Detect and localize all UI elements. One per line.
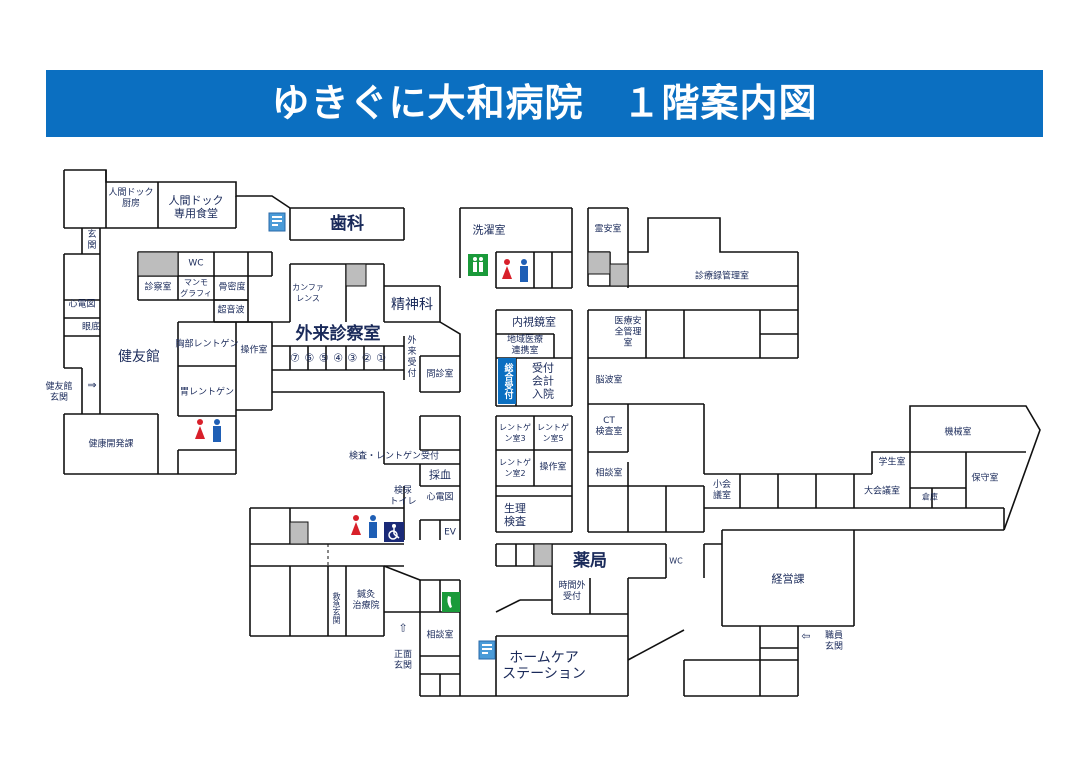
arrow-up: ⇧ [398, 621, 408, 635]
room-op-room2: 操作室 [539, 462, 567, 473]
room-health-dev: 健康開発課 [88, 439, 134, 450]
room-reception-payment: 受付 会計 入院 [532, 361, 554, 401]
room-morgue: 霊安室 [594, 224, 622, 235]
room-eeg: 脳波室 [595, 375, 623, 386]
room-ev: EV [444, 527, 456, 538]
room-operation: 操作室 [240, 345, 268, 356]
room-kenyukan: 健友館 [118, 349, 160, 365]
room-homecare: ホームケア ステーション [502, 650, 586, 682]
room-echo: 超音波 [217, 305, 245, 316]
info-board-icon [268, 212, 286, 232]
room-conference: カンファ レンス [292, 283, 324, 303]
room-small-meeting: 小会 議室 [712, 480, 732, 501]
room-xray5: レントゲ ン室5 [537, 423, 569, 443]
room-ecg-left: 心電図 [68, 299, 96, 310]
room-regional: 地域医療 連携室 [506, 335, 544, 356]
room-staff-entrance: 職員 玄関 [824, 631, 844, 652]
room-dental: 歯科 [330, 214, 364, 234]
room-endoscopy: 内視鏡室 [512, 315, 556, 329]
room-psychiatry: 精神科 [391, 297, 433, 313]
room-consult-left: 相談室 [426, 630, 454, 641]
toilet-icon [195, 419, 221, 442]
room-entrance-small: 玄 関 [87, 230, 97, 251]
room-ecg: 心電図 [426, 492, 454, 503]
wheelchair-icon [384, 522, 404, 542]
toilet-icon [351, 515, 377, 538]
room-kenyukan-entrance: 健友館 玄関 [45, 382, 73, 403]
room-fundus: 眼底 [81, 322, 101, 333]
elevator-icon [468, 254, 488, 276]
room-guard: 保守室 [971, 473, 999, 484]
room-medical-safety: 医療安 全管理 室 [614, 316, 642, 349]
room-acupuncture: 鍼灸 治療院 [352, 590, 380, 611]
page-title: ゆきぐに大和病院 １階案内図 [271, 81, 818, 125]
arrow-left: ⇦ [801, 629, 811, 643]
toilet-icon [502, 259, 528, 282]
room-general-reception: 総合受付 [498, 358, 516, 404]
room-main-entrance: 正面 玄関 [393, 650, 413, 671]
room-laundry: 洗濯室 [472, 223, 506, 237]
room-wc-upper: WC [188, 258, 204, 269]
room-emergency-entrance: 救急玄関 [332, 592, 341, 624]
room-exam-xray-reception: 検査・レントゲン受付 [348, 451, 440, 462]
room-big-meeting: 大会議室 [863, 486, 901, 497]
room-interview: 問診室 [426, 369, 454, 380]
room-consult-right: 相談室 [595, 468, 623, 479]
room-urine-toilet: 検尿 トイレ [389, 486, 417, 507]
room-bone-density: 骨密度 [218, 282, 246, 293]
room-chest-xray: 胸部レントゲン [175, 339, 239, 350]
room-student: 学生室 [878, 457, 906, 468]
room-dock-dining: 人間ドック 専用食堂 [168, 194, 224, 220]
title-banner: ゆきぐに大和病院 １階案内図 [46, 70, 1043, 137]
room-afterhours: 時間外 受付 [558, 581, 586, 602]
arrow-right: ⇒ [87, 378, 97, 392]
room-xray2: レントゲ ン室2 [499, 458, 531, 478]
room-mammography: マンモ グラフィ [180, 278, 212, 298]
info-board-icon [478, 640, 496, 660]
room-machine: 機械室 [944, 427, 972, 438]
room-management: 経営課 [771, 572, 805, 586]
room-outpatient: 外来診察室 [295, 324, 381, 344]
room-numbers: ⑦ ⑥ ⑤ ④ ③ ② ① [289, 351, 387, 365]
room-blood: 採血 [429, 468, 451, 482]
room-ct: CT 検査室 [595, 416, 623, 437]
room-storage: 倉庫 [922, 492, 938, 502]
room-stomach-xray: 胃レントゲン [179, 387, 235, 398]
room-records: 診療録管理室 [694, 271, 750, 282]
room-xray3: レントゲ ン室3 [499, 423, 531, 443]
room-dock-kitchen: 人間ドック 厨房 [108, 188, 154, 209]
room-exam: 診察室 [144, 282, 172, 293]
phone-icon [442, 592, 460, 612]
room-outpatient-reception: 外 来 受 付 [407, 336, 417, 379]
room-pharmacy: 薬局 [573, 551, 607, 571]
room-physio: 生理 検査 [504, 502, 526, 528]
room-wc-pharmacy: WC [669, 556, 683, 566]
